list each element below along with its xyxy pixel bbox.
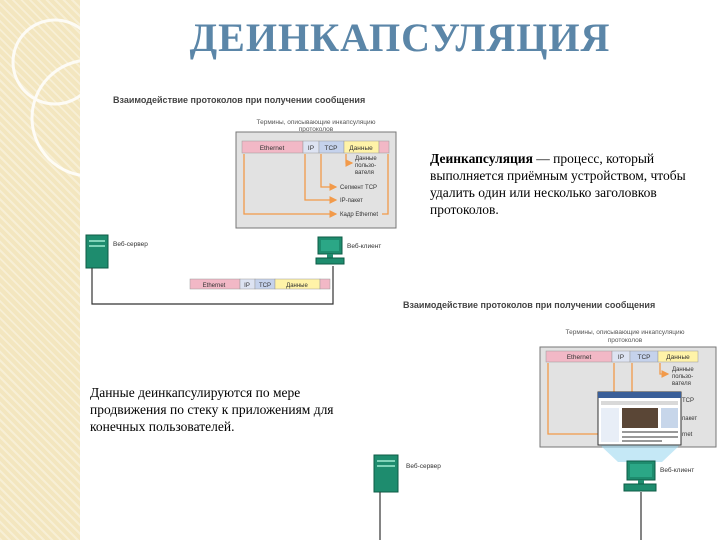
label2-user-data-3: вателя <box>672 381 691 387</box>
pdu-trailer <box>378 140 390 154</box>
pdu2-data <box>657 350 699 363</box>
browser-window-image <box>597 391 682 462</box>
pdu2-tcp-label: TCP <box>638 354 651 361</box>
definition-text: Деинкапсуляция — процесс, который выполн… <box>430 150 700 218</box>
web-client-label-2: Веб-клиент <box>660 466 694 474</box>
note-text: Данные деинкапсулируются по мере продвиж… <box>90 385 334 434</box>
web-client-icon-2 <box>623 460 657 492</box>
web-server-icon-2 <box>373 454 399 493</box>
box2-caption-line1: Термины, описывающие инкапсуляцию <box>565 329 684 336</box>
pdu-data-label: Данные <box>349 145 373 152</box>
label-ip-packet: IP-пакет <box>340 198 363 204</box>
box-caption-line1: Термины, описывающие инкапсуляцию <box>256 119 375 126</box>
pdu-tcp-label: TCP <box>325 145 338 152</box>
diagram-top: Взаимодействие протоколов при получении … <box>85 95 397 305</box>
pdu-ethernet-label: Ethernet <box>260 145 285 152</box>
label2-user-data-2: пользо- <box>672 374 693 380</box>
web-server-icon <box>85 234 109 269</box>
wire-ip-label: IP <box>244 283 250 289</box>
definition-body: — процесс, который выполняется приёмным … <box>430 151 686 217</box>
label-user-data-3: вателя <box>355 170 374 176</box>
label-user-data-2: пользо- <box>355 163 376 169</box>
wire-pdu-trailer <box>319 278 331 290</box>
pdu-bracket-arrows <box>243 154 389 218</box>
page-title: ДЕИНКАПСУЛЯЦИЯ <box>189 15 611 60</box>
label2-ethernet: rnet <box>682 432 693 438</box>
wire-ethernet-label: Ethernet <box>203 283 226 289</box>
decorative-circles <box>11 18 150 178</box>
label-ethernet-frame: Кадр Ethernet <box>340 212 378 218</box>
network-link-2 <box>379 492 642 540</box>
diagram-bottom: Взаимодействие протоколов при получении … <box>373 300 717 540</box>
label2-user-data-1: Данные <box>672 367 694 373</box>
pdu2-data-label: Данные <box>666 354 690 361</box>
pdu2-ethernet-label: Ethernet <box>567 354 592 361</box>
network-link <box>91 266 334 305</box>
web-client-label: Веб-клиент <box>347 242 381 250</box>
side-divider <box>80 0 82 540</box>
web-server-label-2: Веб-сервер <box>406 462 441 470</box>
box-caption-line2: протоколов <box>299 126 334 133</box>
pdu-ip-label: IP <box>308 145 314 152</box>
diagram-bottom-heading: Взаимодействие протоколов при получении … <box>403 300 655 310</box>
wire-tcp-label: TCP <box>259 283 271 289</box>
box2-caption-line2: протоколов <box>608 337 643 344</box>
web-server-label: Веб-сервер <box>113 240 148 248</box>
wire-data-label: Данные <box>286 283 308 289</box>
definition-term: Деинкапсуляция <box>430 151 533 166</box>
diagram-top-heading: Взаимодействие протоколов при получении … <box>113 95 365 105</box>
web-client-icon <box>315 236 345 265</box>
pdu2-ip-label: IP <box>618 354 624 361</box>
label-user-data-1: Данные <box>355 156 377 162</box>
label2-tcp: TCP <box>682 398 694 404</box>
label2-packet: пакет <box>682 416 697 422</box>
label-tcp-segment: Сегмент TCP <box>340 185 377 191</box>
